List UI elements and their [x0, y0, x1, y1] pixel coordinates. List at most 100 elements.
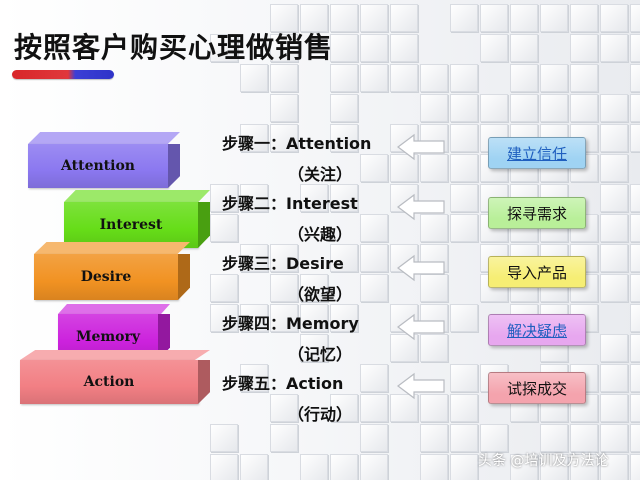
block-label: Memory — [75, 329, 141, 345]
block-label: Action — [83, 374, 135, 390]
block-side — [198, 202, 210, 248]
background-tile — [510, 454, 538, 480]
step-5: 步骤五：Action （行动） — [222, 370, 352, 425]
background-tile — [390, 394, 418, 422]
background-tile — [390, 4, 418, 32]
background-tile — [240, 364, 268, 392]
background-tile — [420, 454, 448, 480]
background-tile — [570, 4, 598, 32]
background-tile — [630, 304, 640, 332]
background-tile — [630, 124, 640, 152]
background-tile — [210, 34, 238, 62]
background-tile — [330, 64, 358, 92]
action-build-trust-link[interactable]: 建立信任 — [488, 137, 586, 169]
background-tile — [390, 34, 418, 62]
background-tile — [270, 394, 298, 422]
action-label: 导入产品 — [506, 263, 567, 282]
block-top — [34, 242, 190, 254]
step-2: 步骤二：Interest （兴趣） — [222, 190, 358, 245]
step-sub: （兴趣） — [288, 225, 353, 244]
background-tile — [630, 424, 640, 452]
background-tile — [270, 4, 298, 32]
background-tile — [480, 4, 508, 32]
background-tile — [570, 454, 598, 480]
background-tile — [270, 94, 298, 122]
background-tile — [330, 244, 358, 272]
background-tile — [360, 394, 388, 422]
background-tile — [270, 304, 298, 332]
step-label: 步骤五：Action — [222, 374, 344, 393]
background-tile — [360, 214, 388, 242]
background-tile — [450, 4, 478, 32]
background-tile — [600, 4, 628, 32]
background-tile — [240, 454, 268, 480]
block-top — [64, 190, 210, 202]
background-tile — [360, 4, 388, 32]
background-tile — [600, 454, 628, 480]
background-tile — [600, 184, 628, 212]
arrow-left-icon — [397, 372, 445, 400]
step-sub: （记忆） — [288, 345, 353, 364]
background-tile — [630, 214, 640, 242]
background-tile — [360, 454, 388, 480]
block-top — [28, 132, 180, 144]
background-tile — [480, 34, 508, 62]
background-tile — [330, 124, 358, 152]
background-tile — [330, 454, 358, 480]
background-tile — [600, 424, 628, 452]
action-label: 解决疑虑 — [506, 321, 567, 340]
action-label: 探寻需求 — [506, 204, 567, 223]
background-tile — [450, 214, 478, 242]
background-tile — [540, 94, 568, 122]
step-4: 步骤四：Memory （记忆） — [222, 310, 359, 365]
background-tile — [450, 124, 478, 152]
background-tile — [630, 4, 640, 32]
background-tile — [210, 454, 238, 480]
background-tile — [600, 394, 628, 422]
background-tile — [300, 184, 328, 212]
block-label: Attention — [61, 158, 135, 174]
background-tile — [300, 274, 328, 302]
background-tile — [210, 214, 238, 242]
background-tile — [330, 304, 358, 332]
background-tile — [360, 274, 388, 302]
block-side — [168, 144, 180, 188]
background-tile — [510, 34, 538, 62]
background-tile — [510, 4, 538, 32]
arrow-left-icon — [397, 193, 445, 221]
background-tile — [420, 94, 448, 122]
background-tile — [300, 4, 328, 32]
arrow-left-icon — [397, 313, 445, 341]
background-tile — [450, 154, 478, 182]
background-tile — [240, 304, 268, 332]
background-tile — [240, 184, 268, 212]
step-label: 步骤一：Attention — [222, 134, 372, 153]
background-tile — [630, 34, 640, 62]
step-label: 步骤三：Desire — [222, 254, 344, 273]
action-resolve-doubts-link[interactable]: 解决疑虑 — [488, 314, 586, 346]
background-tile — [630, 244, 640, 272]
block-side — [158, 314, 170, 360]
background-tile — [300, 304, 328, 332]
step-sub: （欲望） — [288, 285, 353, 304]
block-front: Interest — [64, 202, 198, 248]
action-introduce-product: 导入产品 — [488, 256, 586, 288]
background-tile — [480, 94, 508, 122]
background-tile — [420, 424, 448, 452]
background-tile — [420, 394, 448, 422]
background-tile — [510, 64, 538, 92]
background-tile — [600, 154, 628, 182]
action-label: 试探成交 — [506, 379, 567, 398]
background-tile — [570, 64, 598, 92]
step-sub: （行动） — [288, 405, 353, 424]
background-tile — [360, 424, 388, 452]
background-tile — [570, 94, 598, 122]
background-tile — [420, 334, 448, 362]
background-tile — [360, 34, 388, 62]
background-tile — [270, 124, 298, 152]
background-tile — [450, 394, 478, 422]
background-tile — [630, 184, 640, 212]
background-tile — [450, 184, 478, 212]
background-tile — [510, 94, 538, 122]
